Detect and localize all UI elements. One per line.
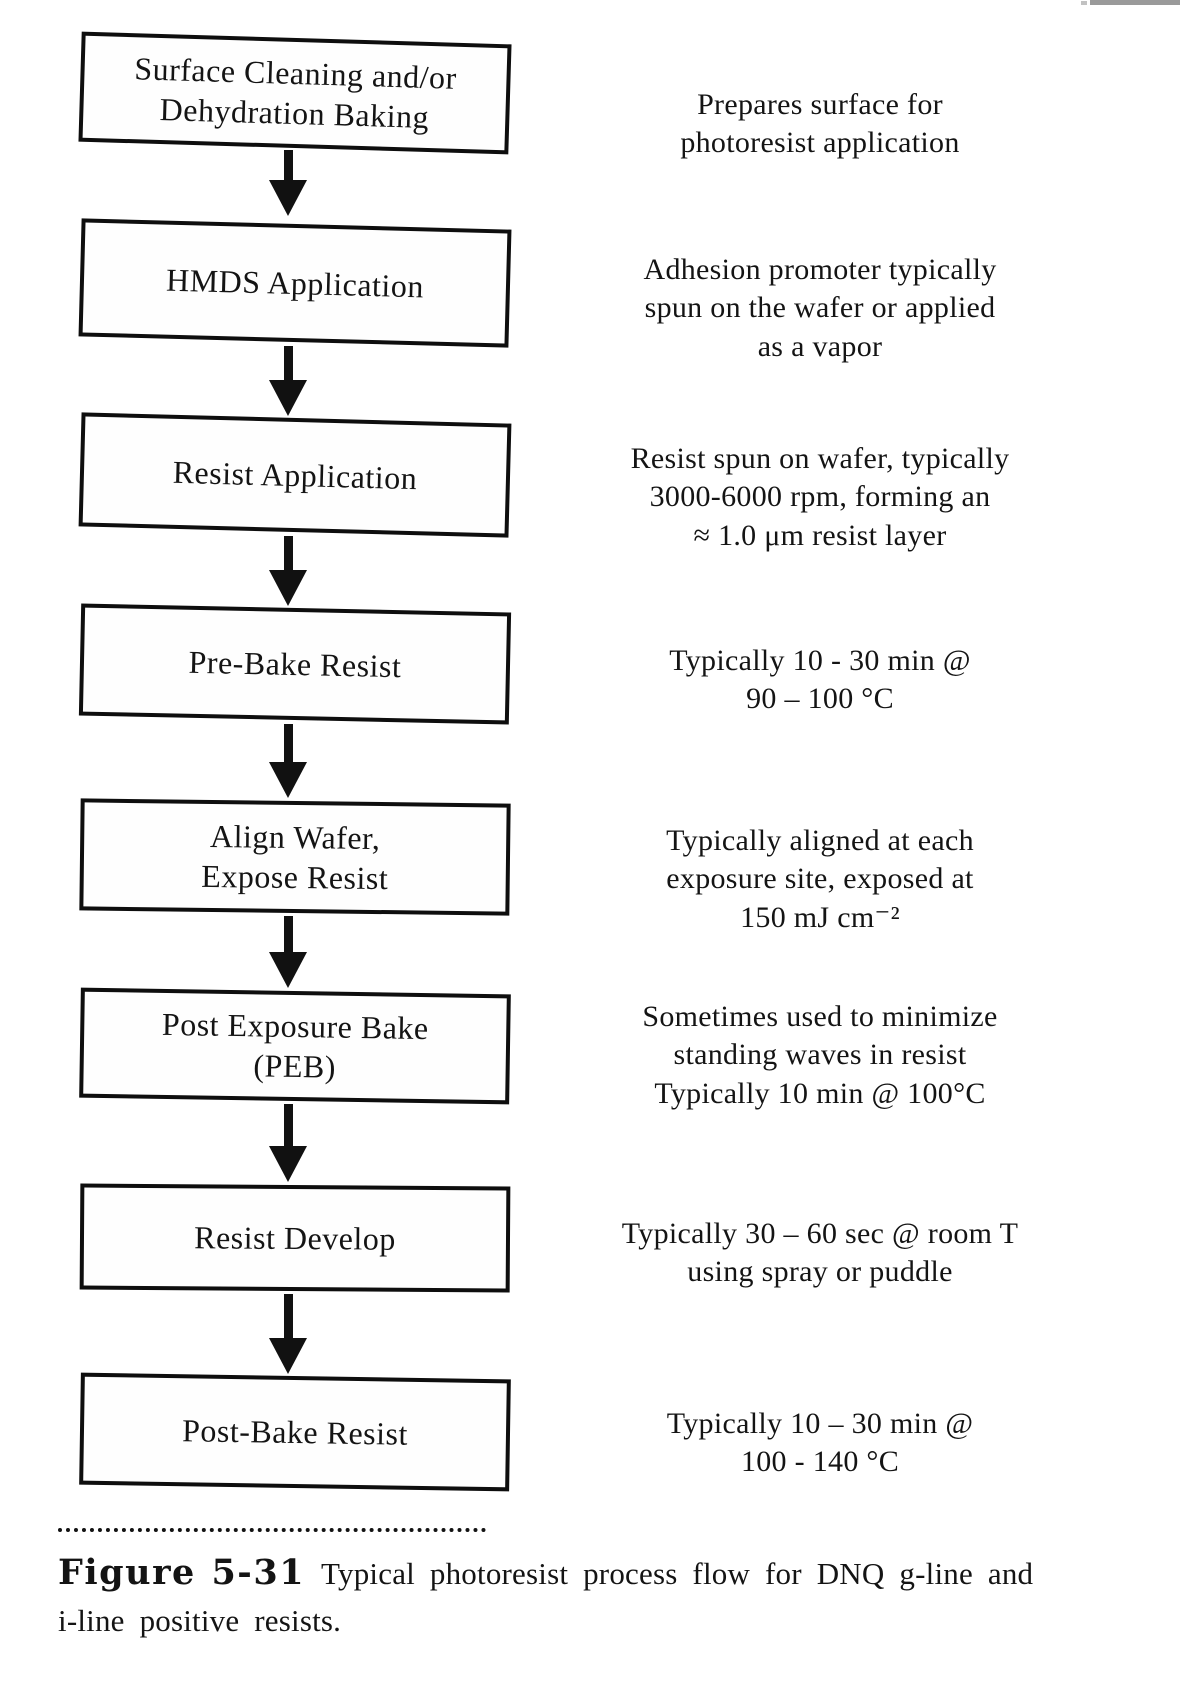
flow-box-label: Resist Application [172,453,418,497]
flow-box-pre-bake-resist: Pre-Bake Resist [78,603,512,725]
arrow-head [269,952,307,988]
arrow-head [269,570,307,606]
arrow-head [269,380,307,416]
arrow-stem [283,1294,293,1338]
down-arrow-icon [268,1294,308,1374]
flow-box-label: Pre-Bake Resist [188,643,402,685]
flow-box-surface-cleaning: Surface Cleaning and/or Dehydration Baki… [78,31,512,155]
arrow-stem [283,536,293,570]
down-arrow-icon [268,536,308,606]
flow-description: Resist spun on wafer, typically 3000-600… [630,442,1010,552]
arrow-stem [283,724,293,762]
down-arrow-icon [268,916,308,988]
figure-number: Figure 5-31 [58,1552,306,1593]
flow-box-label: Surface Cleaning and/or Dehydration Baki… [133,50,458,135]
scan-artifact-dot [1081,1,1087,5]
flow-box-label: Post Exposure Bake (PEB) [161,1005,429,1085]
flow-box-resist-develop: Resist Develop [79,1183,511,1293]
scan-artifact-bar [1090,0,1180,5]
flow-description: Typically aligned at each exposure site,… [666,824,974,934]
arrow-head [269,1146,307,1182]
arrow-stem [283,150,293,180]
caption-line1: Typical photoresist process flow for DNQ… [321,1556,1034,1591]
flow-box-label: Post-Bake Resist [181,1412,409,1452]
flow-box-label: HMDS Application [165,261,425,305]
arrow-stem [283,346,293,380]
flow-description: Prepares surface for photoresist applica… [680,88,960,160]
flow-box-align-expose: Align Wafer, Expose Resist [79,798,511,916]
flow-description: Sometimes used to minimize standing wave… [642,1000,998,1110]
figure-caption: Figure 5-31 Typical photoresist process f… [58,1528,1133,1644]
caption-line2: i-line positive resists. [58,1602,342,1638]
flow-description: Adhesion promoter typically spun on the … [643,253,997,363]
figure-caption-text: Figure 5-31 Typical photoresist process f… [58,1548,1133,1644]
flow-box-label: Resist Develop [194,1219,396,1257]
flow-box-label: Align Wafer, Expose Resist [201,817,389,897]
arrow-stem [283,916,293,952]
flow-description: Typically 30 – 60 sec @ room T using spr… [621,1217,1019,1289]
flow-box-post-exposure-bake: Post Exposure Bake (PEB) [79,987,511,1105]
down-arrow-icon [268,346,308,416]
arrow-stem [283,1104,293,1146]
flow-box-post-bake-resist: Post-Bake Resist [79,1372,511,1492]
down-arrow-icon [268,1104,308,1182]
flow-box-resist-application: Resist Application [78,412,512,538]
flow-box-hmds-application: HMDS Application [78,218,512,348]
down-arrow-icon [268,150,308,216]
arrow-head [269,1338,307,1374]
dotted-divider [58,1528,486,1532]
flow-description: Typically 10 – 30 min @ 100 - 140 °C [666,1407,974,1479]
arrow-head [269,762,307,798]
arrow-head [269,180,307,216]
down-arrow-icon [268,724,308,798]
flow-description: Typically 10 - 30 min @ 90 – 100 °C [669,644,971,716]
